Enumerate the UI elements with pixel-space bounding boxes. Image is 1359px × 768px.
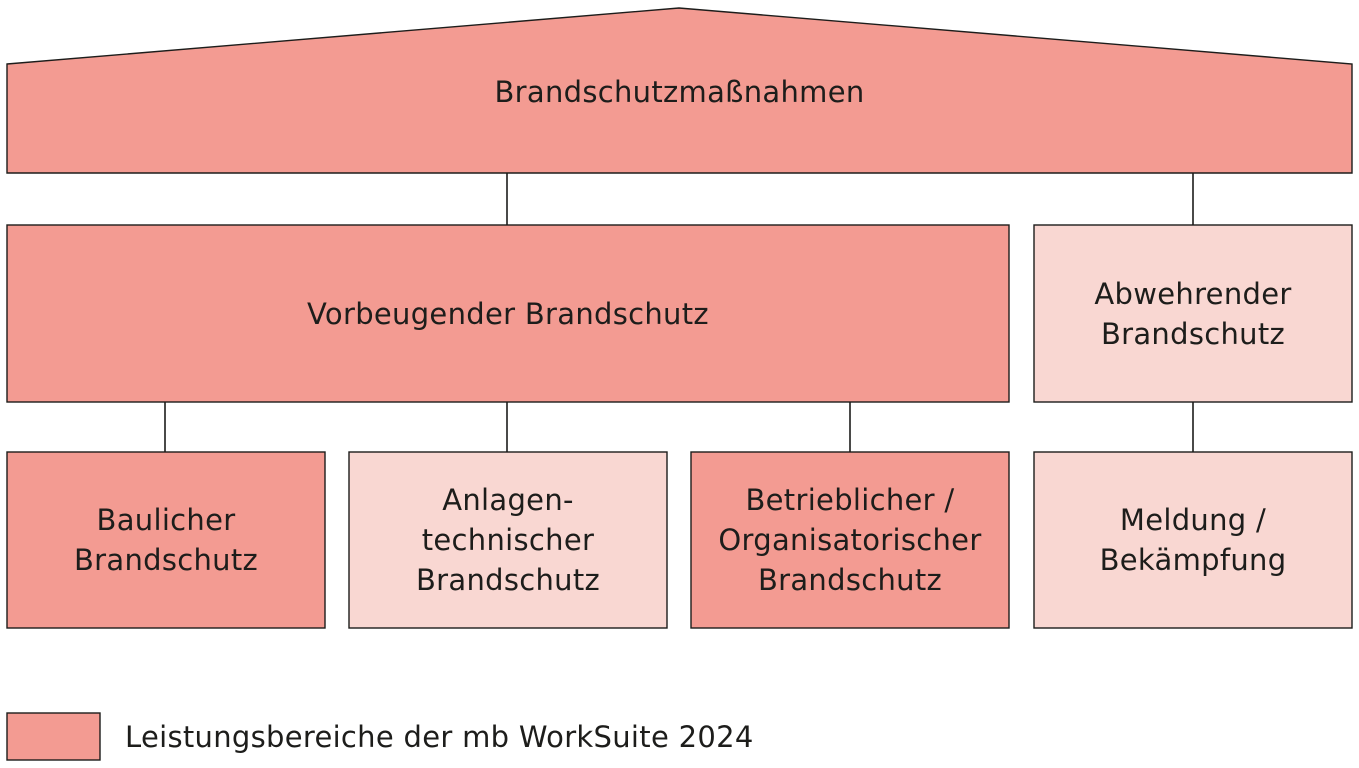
node-preventive-shape [6, 224, 1010, 403]
node-reporting-shape [1033, 451, 1353, 629]
node-structural-label: Baulicher Brandschutz [73, 503, 259, 577]
node-preventive-label: Vorbeugender Brandschutz [307, 296, 709, 331]
node-root-shape [6, 7, 1353, 174]
node-technical-shape [348, 451, 668, 629]
node-organisational-label: Betrieblicher / Organisatorischer Brands… [718, 483, 982, 597]
node-organisational-shape [690, 451, 1010, 629]
node-structural-shape [6, 451, 326, 629]
legend-swatch [6, 712, 101, 761]
node-root-label: Brandschutzmaßnahmen [494, 75, 865, 109]
node-reporting-label: Meldung / Bekämpfung [1099, 503, 1287, 577]
node-defensive-label: Abwehrender Brandschutz [1094, 276, 1292, 351]
legend-label: Leistungsbereiche der mb WorkSuite 2024 [125, 720, 754, 754]
node-technical-label: Anlagen- technischer Brandschutz [415, 483, 601, 597]
node-defensive-shape [1033, 224, 1353, 403]
